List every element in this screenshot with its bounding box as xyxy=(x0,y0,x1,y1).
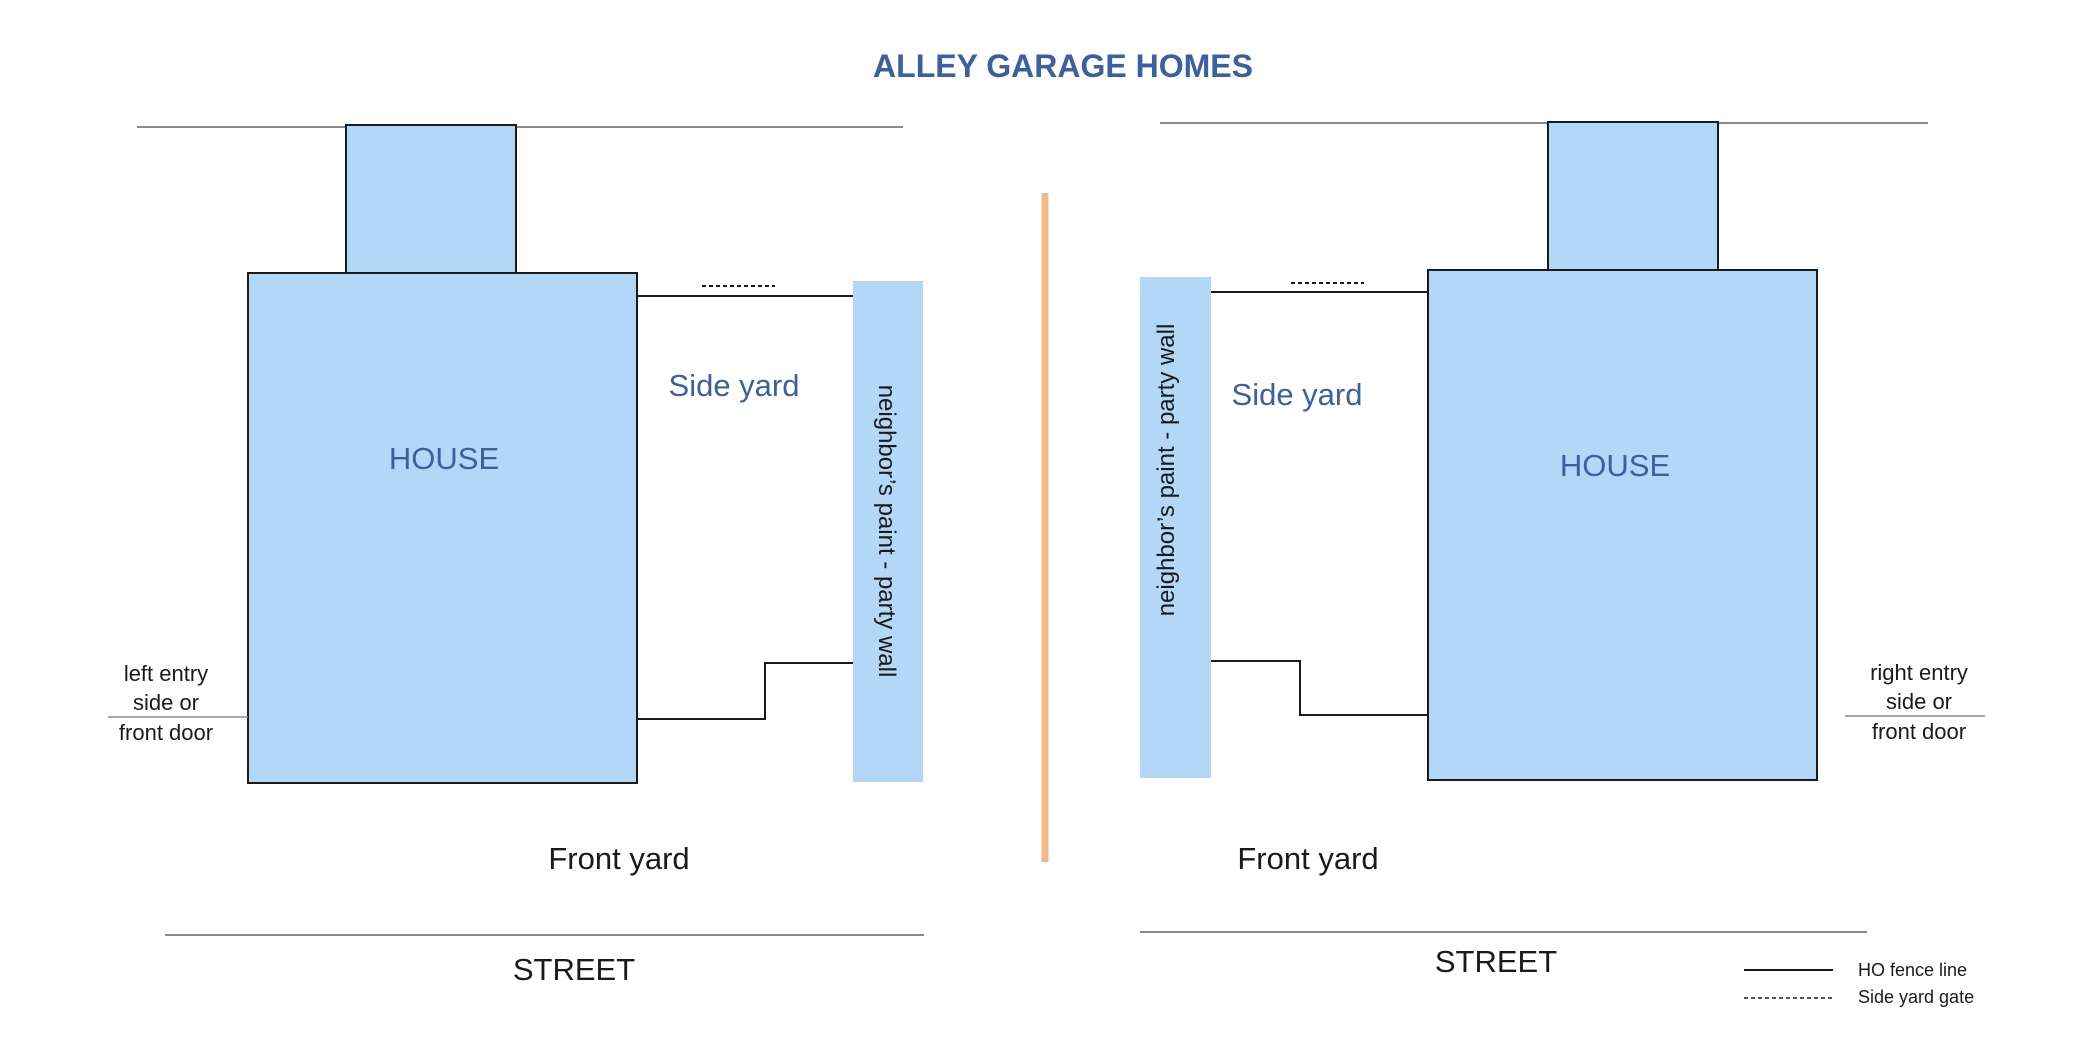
left-side-yard-label: Side yard xyxy=(669,368,800,403)
left-party-wall-label: neighbor’s paint - party wall xyxy=(873,385,900,678)
right-party-wall xyxy=(1140,277,1211,778)
left-garage xyxy=(345,124,517,275)
left-fence-bottom xyxy=(637,662,853,720)
left-house-label: HOUSE xyxy=(389,441,499,476)
right-lot: HOUSE neighbor’s paint - party wall Side… xyxy=(1140,121,1985,979)
right-front-yard-label: Front yard xyxy=(1237,841,1378,876)
right-entry-label-3: front door xyxy=(1872,719,1966,744)
left-front-yard-label: Front yard xyxy=(548,841,689,876)
left-entry-label-2: side or xyxy=(133,690,199,715)
left-street-label: STREET xyxy=(513,952,635,987)
right-entry-label-2: side or xyxy=(1886,689,1952,714)
right-house xyxy=(1427,269,1818,781)
right-entry-label-1: right entry xyxy=(1870,660,1968,685)
diagram-title: ALLEY GARAGE HOMES xyxy=(873,48,1253,84)
left-entry-label-1: left entry xyxy=(124,661,208,686)
right-garage xyxy=(1547,121,1719,272)
legend-fence-label: HO fence line xyxy=(1858,960,1967,980)
right-side-yard-label: Side yard xyxy=(1232,377,1363,412)
right-party-wall-label: neighbor’s paint - party wall xyxy=(1153,324,1180,617)
right-fence-bottom xyxy=(1211,660,1428,716)
left-party-wall xyxy=(853,281,923,782)
right-house-label: HOUSE xyxy=(1560,448,1670,483)
left-house xyxy=(247,272,638,784)
left-lot: HOUSE neighbor’s paint - party wall Side… xyxy=(108,124,924,987)
legend: HO fence line Side yard gate xyxy=(1744,960,1974,1007)
left-entry-label-3: front door xyxy=(119,720,213,745)
legend-gate-label: Side yard gate xyxy=(1858,987,1974,1007)
right-street-label: STREET xyxy=(1435,944,1557,979)
